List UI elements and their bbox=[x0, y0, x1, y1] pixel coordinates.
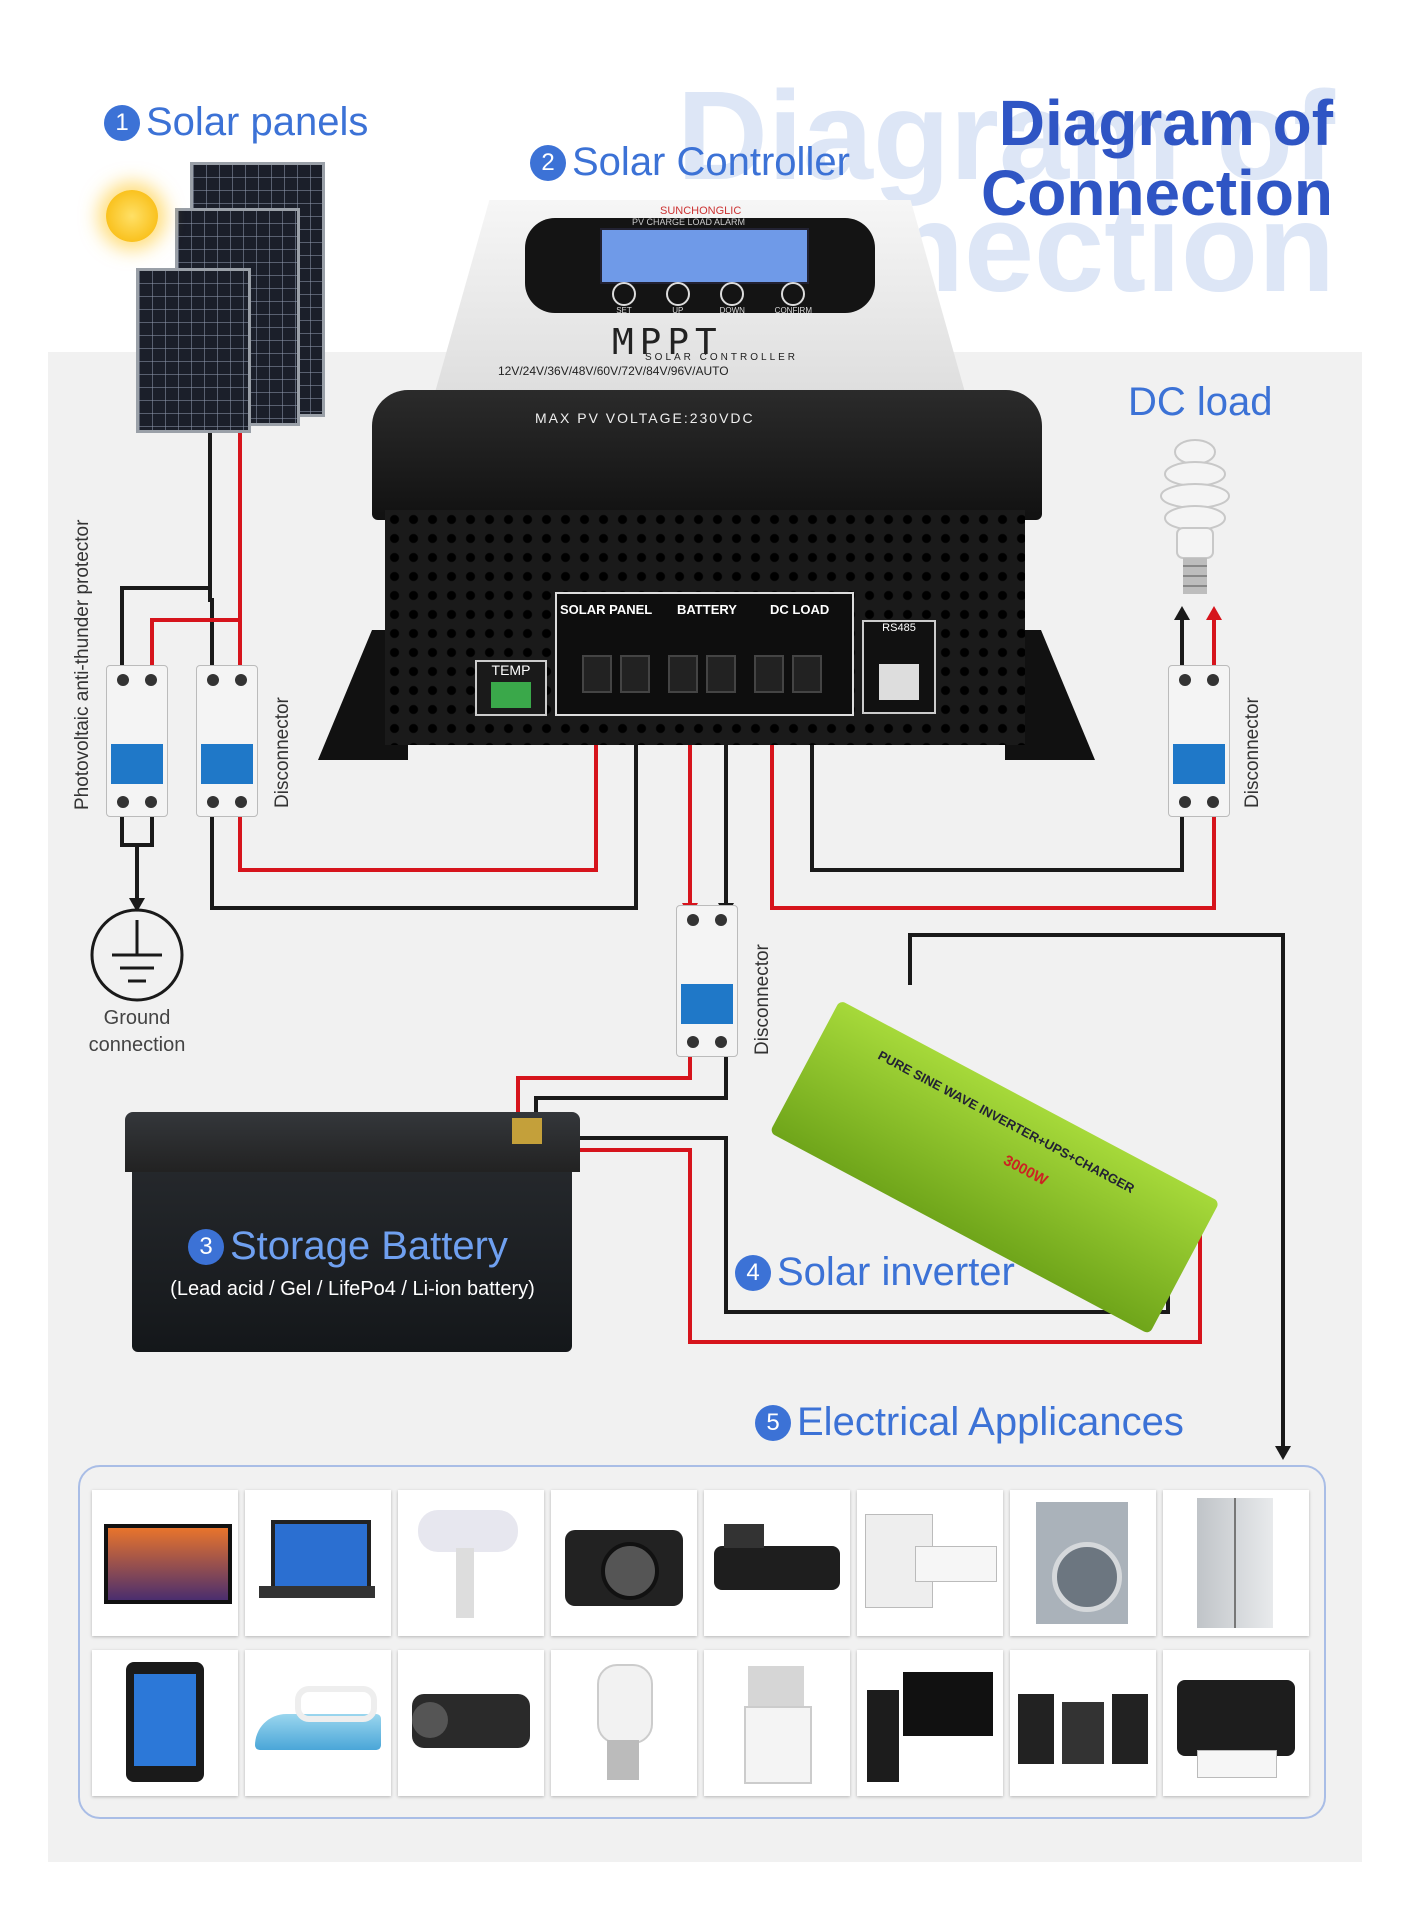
dc-load-label: DC load bbox=[1128, 380, 1273, 424]
wire-load-red bbox=[770, 740, 1216, 910]
terminal-load-positive[interactable] bbox=[754, 655, 784, 693]
sun-icon bbox=[106, 190, 158, 242]
stereo-icon bbox=[1010, 1650, 1156, 1796]
laptop-icon bbox=[245, 1490, 391, 1636]
wire-pv-red bbox=[238, 740, 598, 872]
load-disconnector-breaker[interactable] bbox=[1168, 665, 1230, 817]
washing-machine-icon bbox=[1010, 1490, 1156, 1636]
cfl-bulb-dc-load-icon bbox=[1160, 439, 1230, 594]
wire-pv-black bbox=[210, 740, 638, 910]
arrow-ground bbox=[129, 898, 145, 912]
arrow-load-black bbox=[1174, 606, 1190, 620]
camcorder-icon bbox=[704, 1490, 850, 1636]
juicer-icon bbox=[704, 1650, 850, 1796]
solar-panel-front bbox=[136, 268, 251, 433]
terminal-battery-positive[interactable] bbox=[668, 655, 698, 693]
ground-symbol bbox=[90, 908, 184, 1002]
cfl-bulb-icon bbox=[551, 1650, 697, 1796]
controller-max-pv: MAX PV VOLTAGE:230VDC bbox=[535, 410, 755, 426]
confirm-button[interactable]: CONFIRM bbox=[775, 282, 812, 315]
terminal-pv-positive[interactable] bbox=[582, 655, 612, 693]
controller-brand: SUNCHONGLIC bbox=[660, 205, 742, 217]
inverter-power: 3000W bbox=[1000, 1151, 1051, 1190]
wire-ac-out bbox=[908, 933, 1285, 1450]
tv-icon bbox=[92, 1490, 238, 1636]
wire-inv-red bbox=[528, 1148, 1202, 1344]
terminal-dc-load-label: DC LOAD bbox=[770, 602, 830, 617]
load-disconnector-label: Disconnector bbox=[1242, 697, 1263, 808]
pv-protector-label: Photovoltaic anti-thunder protector bbox=[72, 519, 93, 810]
battery-disconnector-label: Disconnector bbox=[752, 944, 773, 1055]
up-button[interactable]: UP bbox=[665, 282, 690, 315]
printer-icon bbox=[1163, 1650, 1309, 1796]
pv-protector-breaker-1[interactable] bbox=[106, 665, 168, 817]
rs485-port[interactable]: RS485 bbox=[862, 620, 936, 714]
terminal-battery-label: BATTERY bbox=[677, 602, 737, 617]
terminal-load-negative[interactable] bbox=[792, 655, 822, 693]
refrigerator-icon bbox=[1163, 1490, 1309, 1636]
terminal-solar-panel-label: SOLAR PANEL bbox=[560, 602, 653, 617]
arrow-load-red bbox=[1206, 606, 1222, 620]
desktop-computer-icon bbox=[857, 1650, 1003, 1796]
controller-model: MPPT bbox=[612, 322, 723, 363]
wire-load-black bbox=[810, 740, 1184, 872]
controller-buttons: SET UP DOWN CONFIRM bbox=[612, 282, 812, 315]
set-button[interactable]: SET bbox=[612, 282, 636, 315]
camera-icon bbox=[551, 1490, 697, 1636]
tablet-icon bbox=[92, 1650, 238, 1796]
hair-dryer-icon bbox=[398, 1490, 544, 1636]
iron-icon bbox=[245, 1650, 391, 1796]
wire-protector-red bbox=[150, 618, 240, 670]
battery-disconnector-breaker[interactable] bbox=[676, 905, 738, 1057]
down-button[interactable]: DOWN bbox=[720, 282, 745, 315]
controller-voltages: 12V/24V/36V/48V/60V/72V/84V/96V/AUTO bbox=[498, 364, 729, 378]
wire-panel-black bbox=[208, 432, 214, 670]
battery-lid bbox=[125, 1112, 580, 1172]
controller-subtitle: SOLAR CONTROLLER bbox=[645, 352, 799, 363]
arrow-appliances bbox=[1275, 1446, 1291, 1460]
controller-terminal-block bbox=[555, 592, 854, 716]
wire-ground bbox=[120, 810, 154, 900]
air-conditioner-icon bbox=[857, 1490, 1003, 1636]
terminal-pv-negative[interactable] bbox=[620, 655, 650, 693]
controller-heatsink-cover bbox=[372, 390, 1042, 520]
controller-lcd-screen bbox=[600, 228, 809, 284]
video-camera-icon bbox=[398, 1650, 544, 1796]
battery-types-label: (Lead acid / Gel / LifePo4 / Li-ion batt… bbox=[170, 1278, 535, 1300]
pv-disconnector-breaker[interactable] bbox=[196, 665, 258, 817]
pv-disconnector-label: Disconnector bbox=[272, 697, 293, 808]
temp-sensor-port[interactable]: TEMP bbox=[475, 660, 547, 716]
battery-terminal bbox=[512, 1118, 542, 1144]
terminal-battery-negative[interactable] bbox=[706, 655, 736, 693]
wire-batt2-red bbox=[516, 1050, 692, 1128]
wire-protector-black bbox=[120, 586, 210, 670]
controller-indicators: PV CHARGE LOAD ALARM bbox=[632, 217, 746, 227]
